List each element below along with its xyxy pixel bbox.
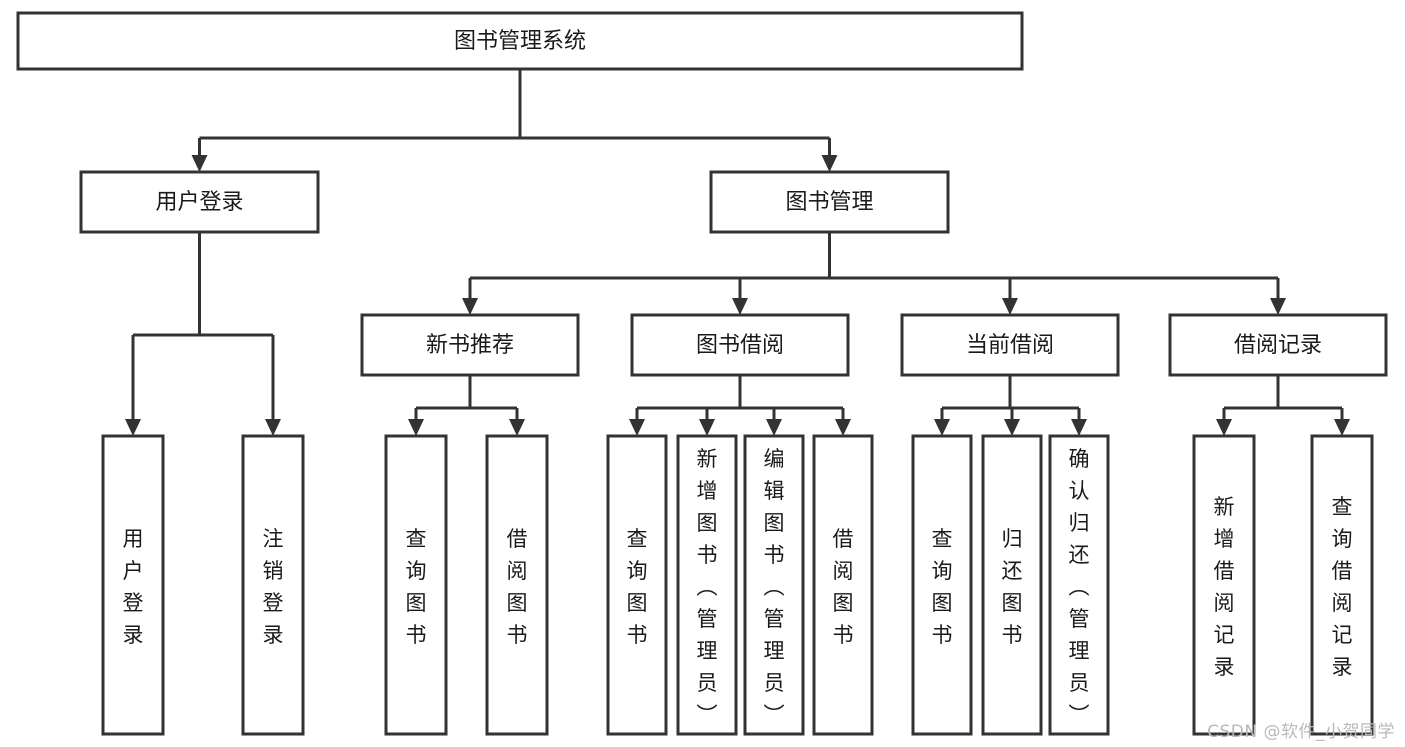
node-label-bb-edit-book: 编辑图书︵管理员︶ [764, 447, 785, 727]
node-label-br-query-record: 查询借阅记录 [1332, 495, 1353, 679]
node-box-bb-borrow-book [812, 434, 874, 736]
node-label-nb-borrow-book: 借阅图书 [507, 527, 528, 647]
node-label-bb-borrow-book: 借阅图书 [833, 527, 854, 647]
node-box-cb-query-book [911, 434, 973, 736]
arrow-head-user-login [191, 155, 208, 172]
node-box-br-add-record [1192, 434, 1256, 736]
arrow-head-bb-add-book [699, 419, 715, 436]
watermark-label: CSDN @软件_小贺同学 [1207, 722, 1395, 742]
node-box-br-query-record [1310, 434, 1374, 736]
arrow-head-book-borrow [732, 298, 748, 315]
arrow-head-bb-edit-book [766, 419, 782, 436]
node-label-book-borrow: 图书借阅 [696, 333, 784, 358]
node-user-login[interactable]: 用户登录 [79, 170, 320, 234]
node-label-user-login: 用户登录 [155, 190, 243, 215]
node-label-bb-add-book: 新增图书︵管理员︶ [697, 447, 718, 727]
node-label-user-logout: 注销登录 [263, 527, 284, 647]
arrow-head-new-book-recommend [462, 298, 478, 315]
node-root[interactable]: 图书管理系统 [16, 11, 1024, 71]
node-nb-borrow-book[interactable]: 借阅图书 [485, 434, 549, 736]
arrow-head-cb-query-book [934, 419, 950, 436]
node-label-root: 图书管理系统 [454, 29, 586, 54]
node-label-cb-return-book: 归还图书 [1002, 527, 1023, 647]
node-borrow-record[interactable]: 借阅记录 [1168, 313, 1388, 377]
node-current-borrow[interactable]: 当前借阅 [900, 313, 1120, 377]
node-box-cb-return-book [981, 434, 1043, 736]
node-box-user-login [79, 170, 320, 234]
arrow-head-br-add-record [1216, 419, 1232, 436]
connector-layer [125, 69, 1350, 436]
arrow-head-user-logout [265, 419, 281, 436]
node-br-add-record[interactable]: 新增借阅记录 [1192, 434, 1256, 736]
node-bb-edit-book[interactable]: 编辑图书︵管理员︶ [743, 434, 805, 736]
node-user-login-do[interactable]: 用户登录 [101, 434, 165, 736]
arrow-head-book-management [821, 155, 838, 172]
arrow-head-user-login-do [125, 419, 141, 436]
node-cb-return-book[interactable]: 归还图书 [981, 434, 1043, 736]
arrow-head-nb-query-book [408, 419, 424, 436]
node-label-cb-confirm-return: 确认归还︵管理员︶ [1069, 447, 1090, 727]
node-bb-query-book[interactable]: 查询图书 [606, 434, 668, 736]
node-box-bb-query-book [606, 434, 668, 736]
arrow-head-bb-borrow-book [835, 419, 851, 436]
node-box-borrow-record [1168, 313, 1388, 377]
node-box-new-book-recommend [360, 313, 580, 377]
node-box-nb-query-book [384, 434, 448, 736]
arrow-head-cb-return-book [1004, 419, 1020, 436]
node-box-bb-edit-book [743, 434, 805, 736]
node-box-book-borrow [630, 313, 850, 377]
node-label-cb-query-book: 查询图书 [932, 527, 953, 647]
arrow-head-current-borrow [1002, 298, 1018, 315]
arrow-head-borrow-record [1270, 298, 1286, 315]
node-label-borrow-record: 借阅记录 [1234, 333, 1322, 358]
node-box-current-borrow [900, 313, 1120, 377]
node-book-borrow[interactable]: 图书借阅 [630, 313, 850, 377]
arrow-head-cb-confirm-return [1071, 419, 1087, 436]
node-layer: 图书管理系统用户登录用户登录注销登录图书管理新书推荐查询图书借阅图书图书借阅查询… [16, 11, 1388, 736]
node-label-new-book-recommend: 新书推荐 [426, 333, 514, 358]
node-box-cb-confirm-return [1048, 434, 1110, 736]
node-label-bb-query-book: 查询图书 [627, 527, 648, 647]
node-label-nb-query-book: 查询图书 [406, 527, 427, 647]
node-box-bb-add-book [676, 434, 738, 736]
node-cb-query-book[interactable]: 查询图书 [911, 434, 973, 736]
node-book-management[interactable]: 图书管理 [709, 170, 950, 234]
node-nb-query-book[interactable]: 查询图书 [384, 434, 448, 736]
arrow-head-br-query-record [1334, 419, 1350, 436]
node-user-logout[interactable]: 注销登录 [241, 434, 305, 736]
node-br-query-record[interactable]: 查询借阅记录 [1310, 434, 1374, 736]
node-label-br-add-record: 新增借阅记录 [1214, 495, 1235, 679]
node-label-user-login-do: 用户登录 [123, 527, 144, 647]
arrow-head-nb-borrow-book [509, 419, 525, 436]
node-new-book-recommend[interactable]: 新书推荐 [360, 313, 580, 377]
node-bb-add-book[interactable]: 新增图书︵管理员︶ [676, 434, 738, 736]
node-box-nb-borrow-book [485, 434, 549, 736]
node-cb-confirm-return[interactable]: 确认归还︵管理员︶ [1048, 434, 1110, 736]
node-label-book-management: 图书管理 [785, 190, 873, 215]
arrow-head-bb-query-book [629, 419, 645, 436]
node-label-current-borrow: 当前借阅 [966, 333, 1054, 358]
node-box-root [16, 11, 1024, 71]
node-box-user-login-do [101, 434, 165, 736]
node-box-user-logout [241, 434, 305, 736]
node-box-book-management [709, 170, 950, 234]
node-bb-borrow-book[interactable]: 借阅图书 [812, 434, 874, 736]
